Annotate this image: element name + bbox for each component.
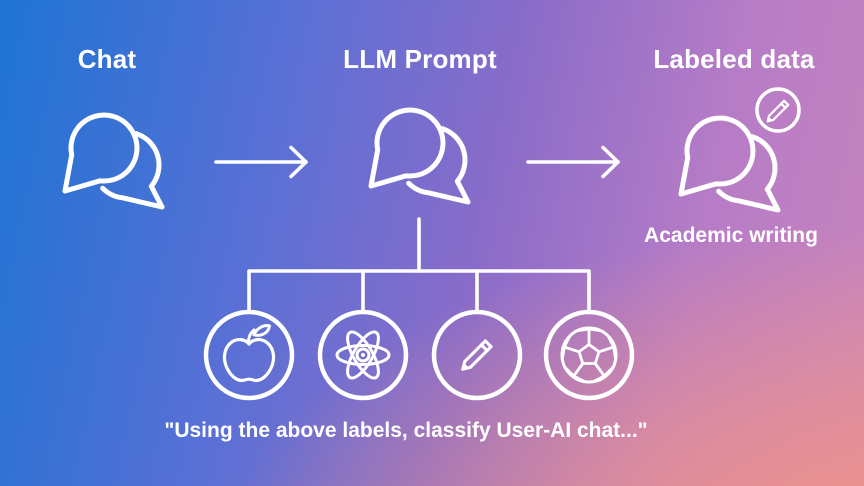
category-pencil bbox=[431, 309, 523, 401]
llm-prompt-title: LLM Prompt bbox=[343, 44, 497, 74]
arrow-right-icon bbox=[214, 145, 308, 179]
apple-icon bbox=[222, 324, 276, 383]
academic-writing-caption: Academic writing bbox=[644, 224, 818, 247]
category-apple bbox=[203, 309, 295, 401]
chat-bubbles-icon bbox=[678, 115, 781, 213]
category-atom bbox=[317, 309, 409, 401]
chat-bubbles-icon bbox=[368, 107, 471, 205]
edit-pencil-badge bbox=[755, 87, 801, 133]
pencil-icon bbox=[766, 99, 790, 123]
soccer-ball-icon bbox=[560, 326, 618, 384]
prompt-quote: "Using the above labels, classify User-A… bbox=[164, 419, 648, 442]
labeled-data-title: Labeled data bbox=[653, 44, 815, 74]
chat-title: Chat bbox=[77, 44, 137, 74]
chat-bubbles-icon bbox=[62, 112, 165, 210]
atom-icon bbox=[335, 330, 391, 380]
arrow-right-icon bbox=[526, 145, 620, 179]
pencil-icon bbox=[461, 339, 493, 371]
category-soccer bbox=[543, 309, 635, 401]
